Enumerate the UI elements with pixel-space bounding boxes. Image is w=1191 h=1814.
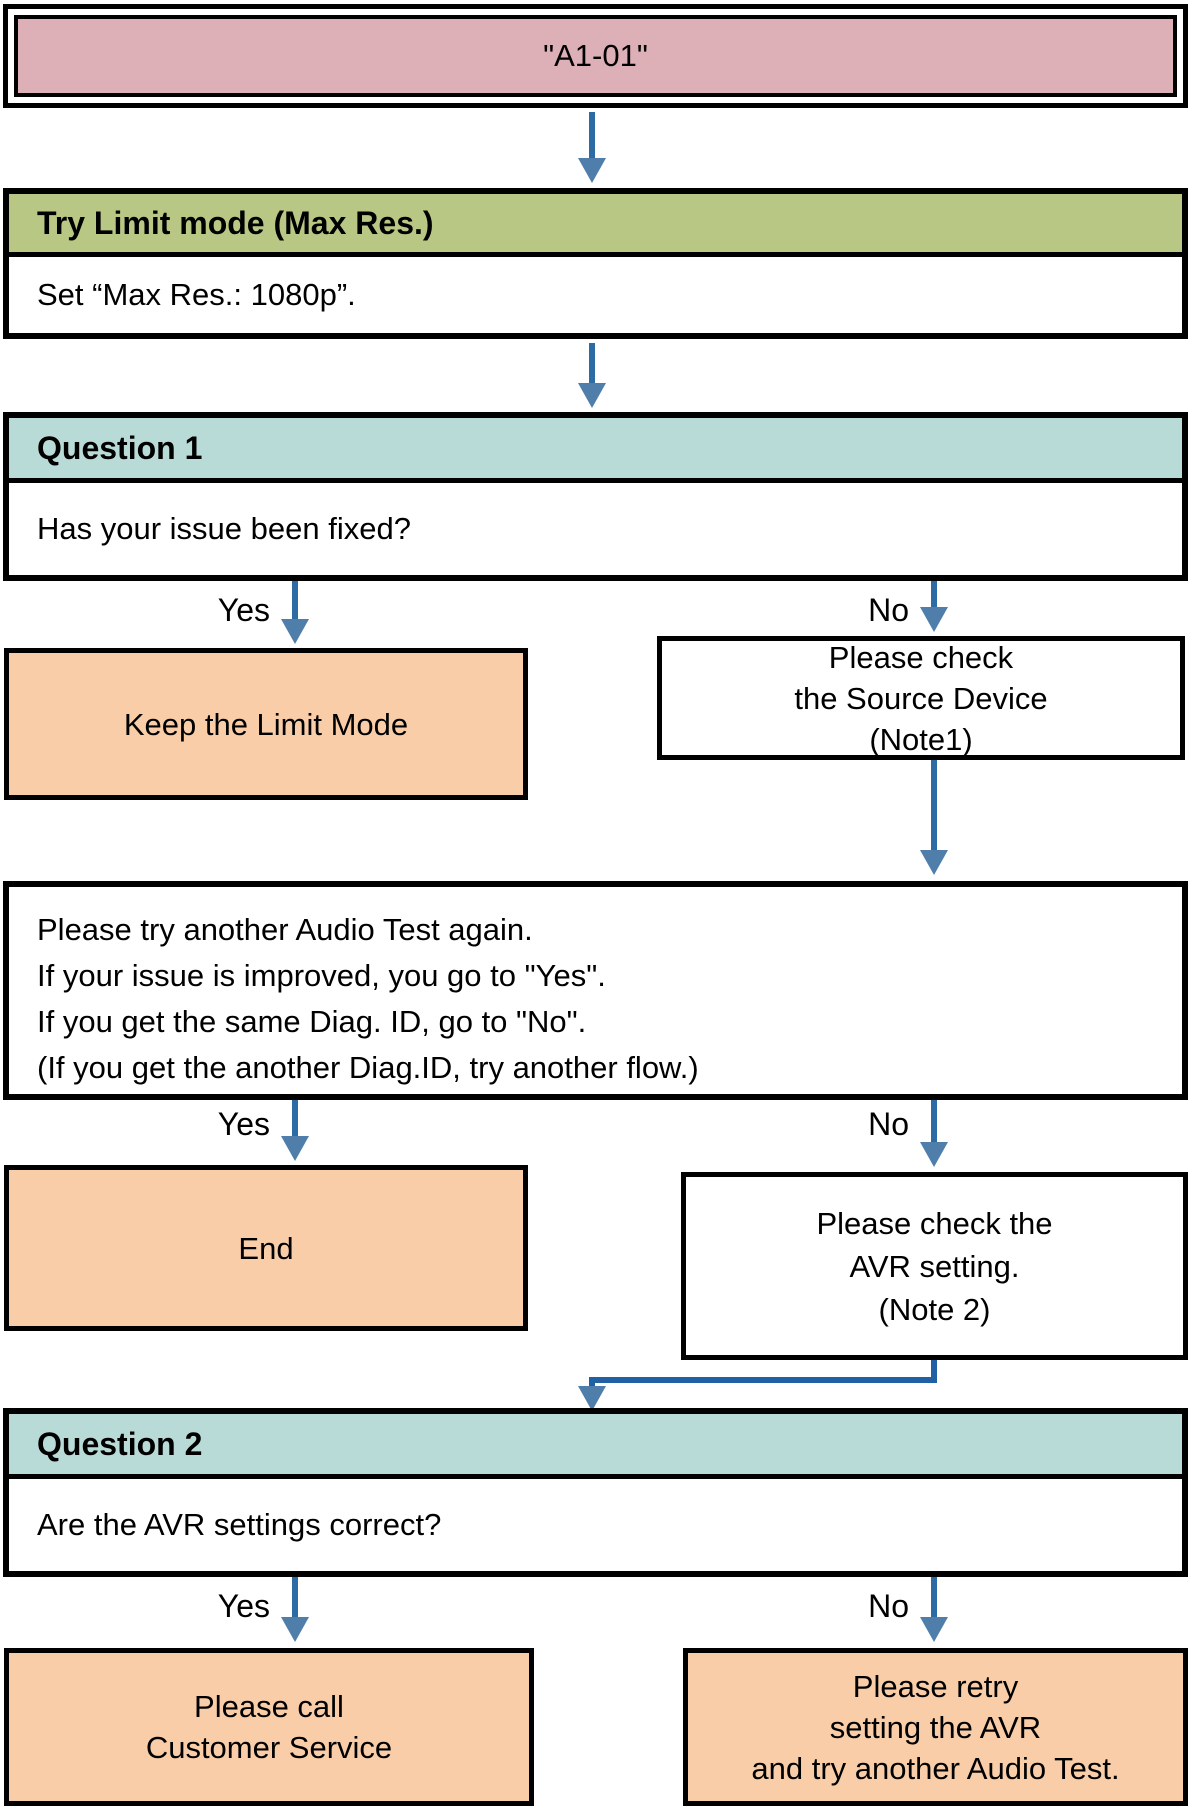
arrow-down-icon xyxy=(578,383,606,408)
result-retry-avr-setting-line: Please retry xyxy=(852,1668,1019,1704)
step-retry-audio-test-line: (If you get the another Diag.ID, try ano… xyxy=(37,1050,699,1085)
step-check-avr-setting-line: AVR setting. xyxy=(849,1248,1020,1284)
arrow-down-icon xyxy=(292,1100,298,1138)
step-check-avr-setting-line: (Note 2) xyxy=(878,1291,991,1327)
step-check-avr-setting: Please check the AVR setting. (Note 2) xyxy=(681,1172,1188,1360)
branch-yes-label: Yes xyxy=(217,1106,270,1142)
step-retry-audio-test-line: If you get the same Diag. ID, go to "No"… xyxy=(37,1004,587,1039)
arrow-down-icon xyxy=(578,158,606,183)
result-keep-limit-mode-label: Keep the Limit Mode xyxy=(123,706,409,742)
arrow-down-icon xyxy=(292,581,298,621)
step-check-source-device: Please check the Source Device (Note1) xyxy=(657,636,1185,760)
arrow-down-icon xyxy=(589,343,595,385)
start-node: "A1-01" xyxy=(3,4,1188,108)
question-2-header: Question 2 xyxy=(9,1414,1182,1479)
result-call-customer-service-line: Please call xyxy=(194,1689,344,1724)
question-1-node: Question 1 Has your issue been fixed? xyxy=(3,412,1188,581)
result-call-customer-service: Please call Customer Service xyxy=(4,1648,534,1806)
arrow-down-icon xyxy=(920,850,948,875)
step-try-limit-mode: Try Limit mode (Max Res.) Set “Max Res.:… xyxy=(3,188,1188,339)
arrow-down-icon xyxy=(281,1617,309,1642)
result-end: End xyxy=(4,1165,528,1331)
elbow-connector xyxy=(931,1360,937,1383)
result-call-customer-service-line: Customer Service xyxy=(145,1730,393,1765)
start-node-label: "A1-01" xyxy=(14,15,1177,97)
step-try-limit-mode-body: Set “Max Res.: 1080p”. xyxy=(37,277,356,312)
arrow-down-icon xyxy=(281,619,309,644)
result-retry-avr-setting-line: and try another Audio Test. xyxy=(751,1750,1120,1786)
step-check-source-device-line: the Source Device xyxy=(794,680,1048,716)
branch-yes-label: Yes xyxy=(217,592,270,628)
elbow-connector xyxy=(589,1377,937,1383)
branch-yes-label: Yes xyxy=(217,1588,270,1624)
step-check-source-device-line: Please check xyxy=(828,639,1014,675)
step-retry-audio-test-line: Please try another Audio Test again. xyxy=(37,912,533,947)
result-keep-limit-mode: Keep the Limit Mode xyxy=(4,648,528,800)
result-retry-avr-setting-line: setting the AVR xyxy=(829,1709,1042,1745)
arrow-down-icon xyxy=(931,760,937,852)
arrow-down-icon xyxy=(920,1617,948,1642)
question-2-body: Are the AVR settings correct? xyxy=(37,1507,442,1542)
arrow-down-icon xyxy=(920,607,948,632)
arrow-down-icon xyxy=(931,1100,937,1144)
branch-no-label: No xyxy=(868,1106,909,1142)
question-1-header: Question 1 xyxy=(9,418,1182,483)
question-1-body: Has your issue been fixed? xyxy=(37,511,411,546)
arrow-down-icon xyxy=(292,1577,298,1619)
arrow-down-icon xyxy=(931,581,937,609)
question-2-node: Question 2 Are the AVR settings correct? xyxy=(3,1408,1188,1577)
step-try-limit-mode-header: Try Limit mode (Max Res.) xyxy=(9,194,1182,257)
step-retry-audio-test-line: If your issue is improved, you go to "Ye… xyxy=(37,958,606,993)
arrow-down-icon xyxy=(281,1136,309,1161)
step-check-source-device-line: (Note1) xyxy=(869,721,973,757)
step-retry-audio-test: Please try another Audio Test again. If … xyxy=(3,881,1188,1100)
arrow-down-icon xyxy=(578,1386,606,1411)
result-retry-avr-setting: Please retry setting the AVR and try ano… xyxy=(683,1648,1188,1806)
branch-no-label: No xyxy=(868,592,909,628)
result-end-label: End xyxy=(238,1230,294,1266)
step-check-avr-setting-line: Please check the xyxy=(816,1205,1053,1241)
arrow-down-icon xyxy=(920,1142,948,1167)
branch-no-label: No xyxy=(868,1588,909,1624)
arrow-down-icon xyxy=(931,1577,937,1619)
elbow-connector xyxy=(589,1377,595,1388)
arrow-down-icon xyxy=(589,112,595,160)
